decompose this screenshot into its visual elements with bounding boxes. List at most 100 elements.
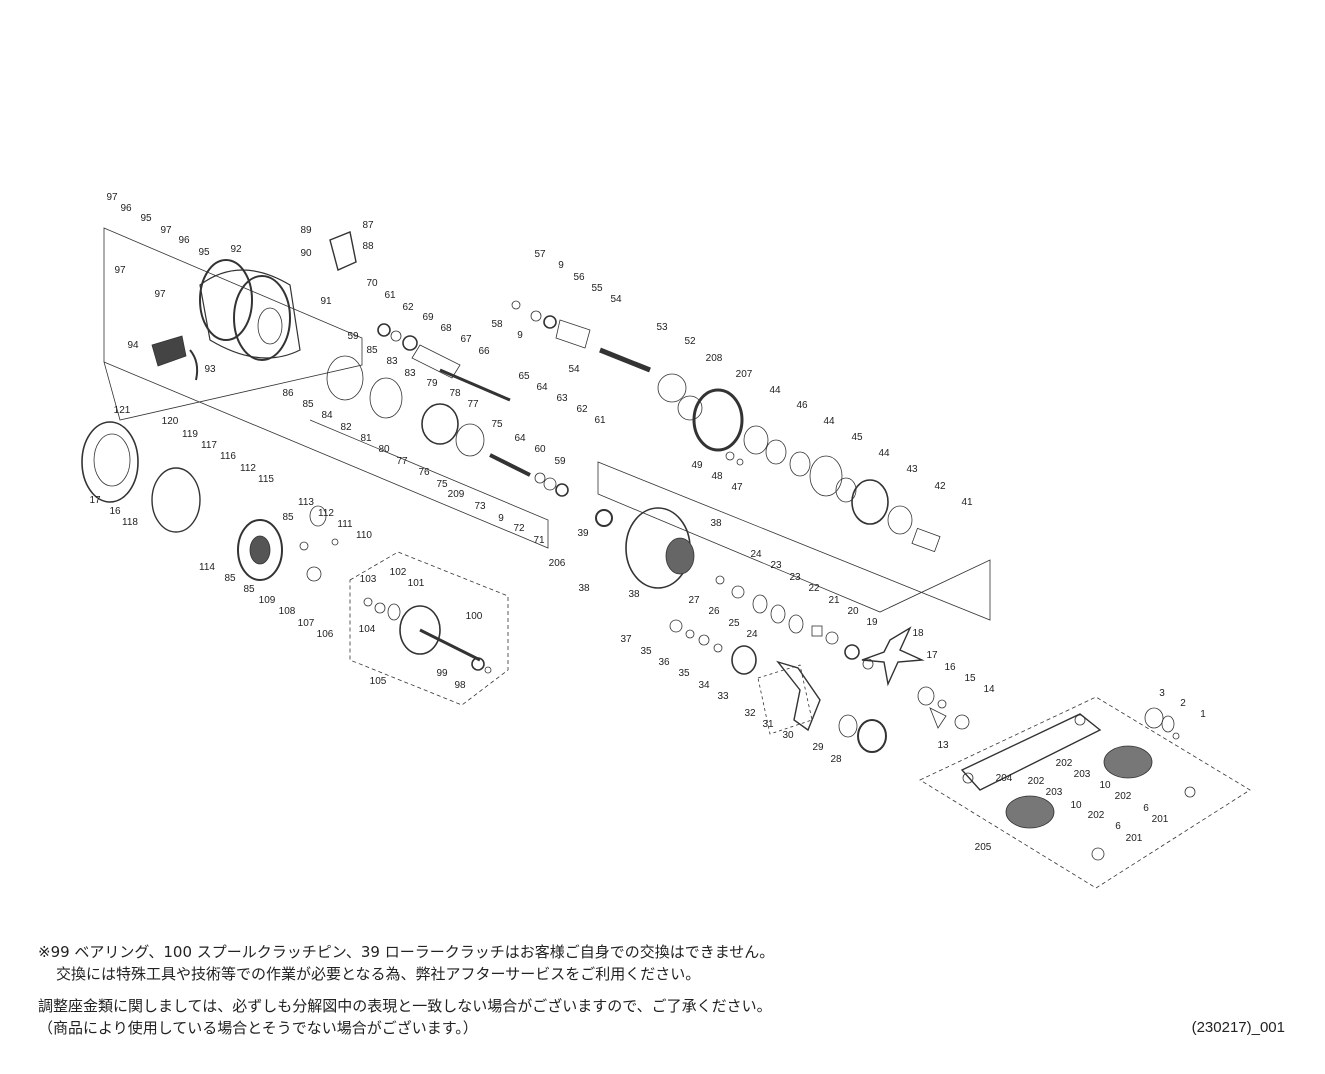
part-label-64: 64 [536, 382, 548, 393]
frame-clutch-cam-group [757, 664, 813, 735]
part-label-48: 48 [711, 471, 723, 482]
part-label-76: 76 [418, 467, 430, 478]
part-label-108: 108 [279, 606, 296, 617]
part-label-55: 55 [591, 283, 603, 294]
part-label-104: 104 [359, 624, 376, 635]
part-label-53: 53 [656, 322, 668, 333]
part-label-60: 60 [534, 444, 546, 455]
part-label-64: 64 [514, 433, 526, 444]
part-label-63: 63 [556, 393, 568, 404]
part-label-85: 85 [282, 512, 294, 523]
part-label-203: 203 [1074, 769, 1091, 780]
part-label-97: 97 [154, 289, 166, 300]
part-label-119: 119 [182, 429, 198, 440]
part-label-71: 71 [533, 535, 545, 546]
part-label-3: 3 [1159, 688, 1165, 699]
part-label-109: 109 [259, 595, 276, 606]
part-label-58: 58 [491, 319, 503, 330]
part-label-117: 117 [201, 440, 217, 451]
part-label-38: 38 [628, 589, 640, 600]
part-label-45: 45 [851, 432, 863, 443]
part-label-24: 24 [746, 629, 758, 640]
part-label-59: 59 [554, 456, 566, 467]
part-label-10: 10 [1099, 780, 1111, 791]
part-label-47: 47 [731, 482, 743, 493]
part-label-70: 70 [366, 278, 378, 289]
part-label-41: 41 [961, 497, 973, 508]
part-label-93: 93 [204, 364, 216, 375]
part-label-92: 92 [230, 244, 242, 255]
part-label-57: 57 [534, 249, 546, 260]
part-label-88: 88 [362, 241, 374, 252]
part-label-116: 116 [220, 451, 236, 462]
part-label-61: 61 [384, 290, 396, 301]
part-label-207: 207 [736, 369, 753, 380]
drive-shaft-drawing [511, 300, 941, 553]
part-label-75: 75 [436, 479, 448, 490]
part-label-72: 72 [513, 523, 525, 534]
exploded-parts-diagram: 9796959796959297978987908891706162696867… [81, 192, 1251, 889]
part-label-13: 13 [937, 740, 949, 751]
part-label-34: 34 [698, 680, 710, 691]
part-label-62: 62 [576, 404, 588, 415]
part-label-9: 9 [558, 260, 564, 271]
part-label-114: 114 [199, 562, 215, 573]
side-plate-drawing [81, 421, 283, 581]
frame-side-plate-group [103, 227, 363, 421]
part-label-101: 101 [408, 578, 425, 589]
part-label-43: 43 [906, 464, 918, 475]
part-label-79: 79 [426, 378, 438, 389]
part-label-26: 26 [708, 606, 720, 617]
document-code: (230217)_001 [1191, 1019, 1285, 1036]
part-label-96: 96 [120, 203, 132, 214]
part-label-107: 107 [298, 618, 315, 629]
note-line-1: ※99 ベアリング、100 スプールクラッチピン、39 ローラークラッチはお客様… [38, 943, 775, 961]
part-label-36: 36 [658, 657, 670, 668]
part-label-97: 97 [114, 265, 126, 276]
part-label-17: 17 [89, 495, 101, 506]
part-label-83: 83 [404, 368, 416, 379]
part-label-205: 205 [975, 842, 992, 853]
part-label-27: 27 [688, 595, 700, 606]
part-label-203: 203 [1046, 787, 1063, 798]
handle-drawing [960, 707, 1196, 861]
part-label-42: 42 [934, 481, 946, 492]
part-label-39: 39 [577, 528, 589, 539]
part-label-77: 77 [396, 456, 408, 467]
part-label-18: 18 [912, 628, 924, 639]
part-label-23: 23 [789, 572, 801, 583]
part-label-202: 202 [1028, 776, 1045, 787]
part-label-201: 201 [1152, 814, 1169, 825]
note-line-2: 交換には特殊工具や技術等での作業が必要となる為、弊社アフターサービスをご利用くだ… [56, 965, 701, 983]
part-label-32: 32 [744, 708, 756, 719]
part-label-44: 44 [823, 416, 835, 427]
part-label-209: 209 [448, 489, 465, 500]
part-label-201: 201 [1126, 833, 1143, 844]
part-label-44: 44 [878, 448, 890, 459]
frame-body-drawing [151, 231, 357, 381]
part-label-28: 28 [830, 754, 842, 765]
part-label-2: 2 [1180, 698, 1186, 709]
part-label-59: 59 [347, 331, 359, 342]
frame-drive-group [597, 461, 991, 621]
part-label-206: 206 [549, 558, 566, 569]
part-label-97: 97 [160, 225, 172, 236]
part-label-202: 202 [1088, 810, 1105, 821]
part-label-44: 44 [769, 385, 781, 396]
part-label-46: 46 [796, 400, 808, 411]
part-label-23: 23 [770, 560, 782, 571]
part-label-112: 112 [240, 463, 256, 474]
part-label-121: 121 [114, 405, 131, 416]
part-label-96: 96 [178, 235, 190, 246]
part-label-49: 49 [691, 460, 703, 471]
part-label-73: 73 [474, 501, 486, 512]
part-label-120: 120 [162, 416, 179, 427]
part-label-35: 35 [678, 668, 690, 679]
part-label-202: 202 [1056, 758, 1073, 769]
part-label-31: 31 [762, 719, 774, 730]
part-label-75: 75 [491, 419, 503, 430]
part-label-35: 35 [640, 646, 652, 657]
part-label-110: 110 [356, 530, 372, 541]
part-label-22: 22 [808, 583, 820, 594]
